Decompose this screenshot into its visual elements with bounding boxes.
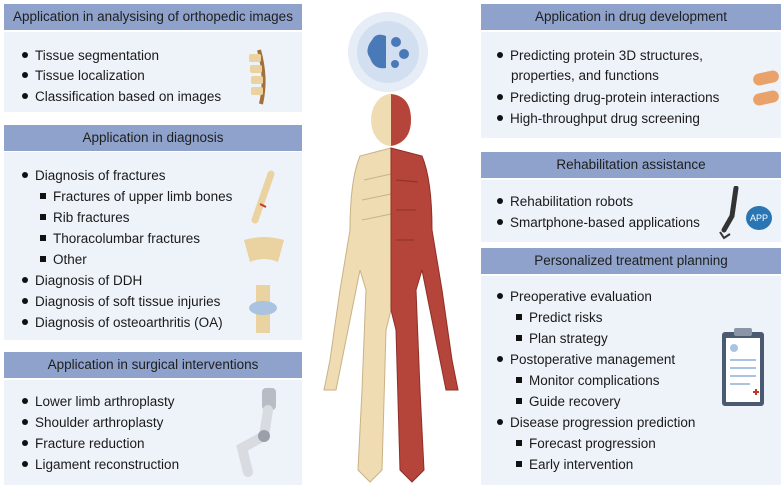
list-item: Shoulder arthroplasty (22, 414, 163, 432)
surgical-robot-icon (236, 388, 276, 477)
list-item: Ligament reconstruction (22, 456, 179, 474)
app-icon: APP (746, 206, 772, 230)
list-item: Preoperative evaluation (497, 288, 652, 306)
list-item: Rehabilitation robots (497, 193, 633, 211)
list-item: Predict risks (516, 309, 603, 327)
list-item: Diagnosis of soft tissue injuries (22, 293, 220, 311)
muscle-half (390, 94, 459, 483)
list-item: Tissue segmentation (22, 47, 159, 65)
pills-icon (753, 70, 779, 106)
list-item: Fracture reduction (22, 435, 145, 453)
drug-panel (481, 32, 781, 138)
rehab-header: Rehabilitation assistance (481, 152, 781, 178)
list-item: Thoracolumbar fractures (40, 230, 200, 248)
drug-header: Application in drug development (481, 4, 781, 30)
spine-icon (249, 49, 266, 105)
list-item: Diagnosis of DDH (22, 272, 142, 290)
list-item: Classification based on images (22, 88, 221, 106)
human-body-illustration (323, 94, 459, 483)
robotic-arm-icon (719, 186, 739, 240)
list-item: Postoperative management (497, 351, 675, 369)
list-item: Early intervention (516, 456, 633, 474)
clipboard-icon (722, 328, 764, 406)
surgery-panel (4, 380, 302, 485)
list-item: High-throughput drug screening (497, 110, 700, 128)
surgery-header: Application in surgical interventions (4, 352, 302, 378)
list-item: Predicting drug-protein interactions (497, 89, 719, 107)
list-item: Diagnosis of osteoarthritis (OA) (22, 314, 223, 332)
ai-brain-icon (348, 12, 428, 92)
list-item: Disease progression prediction (497, 414, 695, 432)
pelvis-icon (244, 237, 284, 262)
list-item: Diagnosis of fractures (22, 167, 166, 185)
fractured-bone-icon (251, 170, 275, 224)
list-item: Predicting protein 3D structures, (497, 47, 703, 65)
list-item: Rib fractures (40, 209, 130, 227)
list-item: Monitor complications (516, 372, 660, 390)
list-item: Plan strategy (516, 330, 608, 348)
diagnosis-header: Application in diagnosis (4, 125, 302, 151)
list-item: properties, and functions (511, 68, 659, 83)
list-item: Other (40, 251, 87, 269)
list-item: Fractures of upper limb bones (40, 188, 232, 206)
list-item: Lower limb arthroplasty (22, 393, 175, 411)
list-item: Smartphone-based applications (497, 214, 700, 232)
knee-joint-icon (249, 285, 277, 333)
list-item: Tissue localization (22, 67, 145, 85)
list-item: Forecast progression (516, 435, 656, 453)
personalized-header: Personalized treatment planning (481, 248, 781, 274)
list-item: Guide recovery (516, 393, 621, 411)
imaging-header: Application in analysising of orthopedic… (4, 4, 302, 30)
